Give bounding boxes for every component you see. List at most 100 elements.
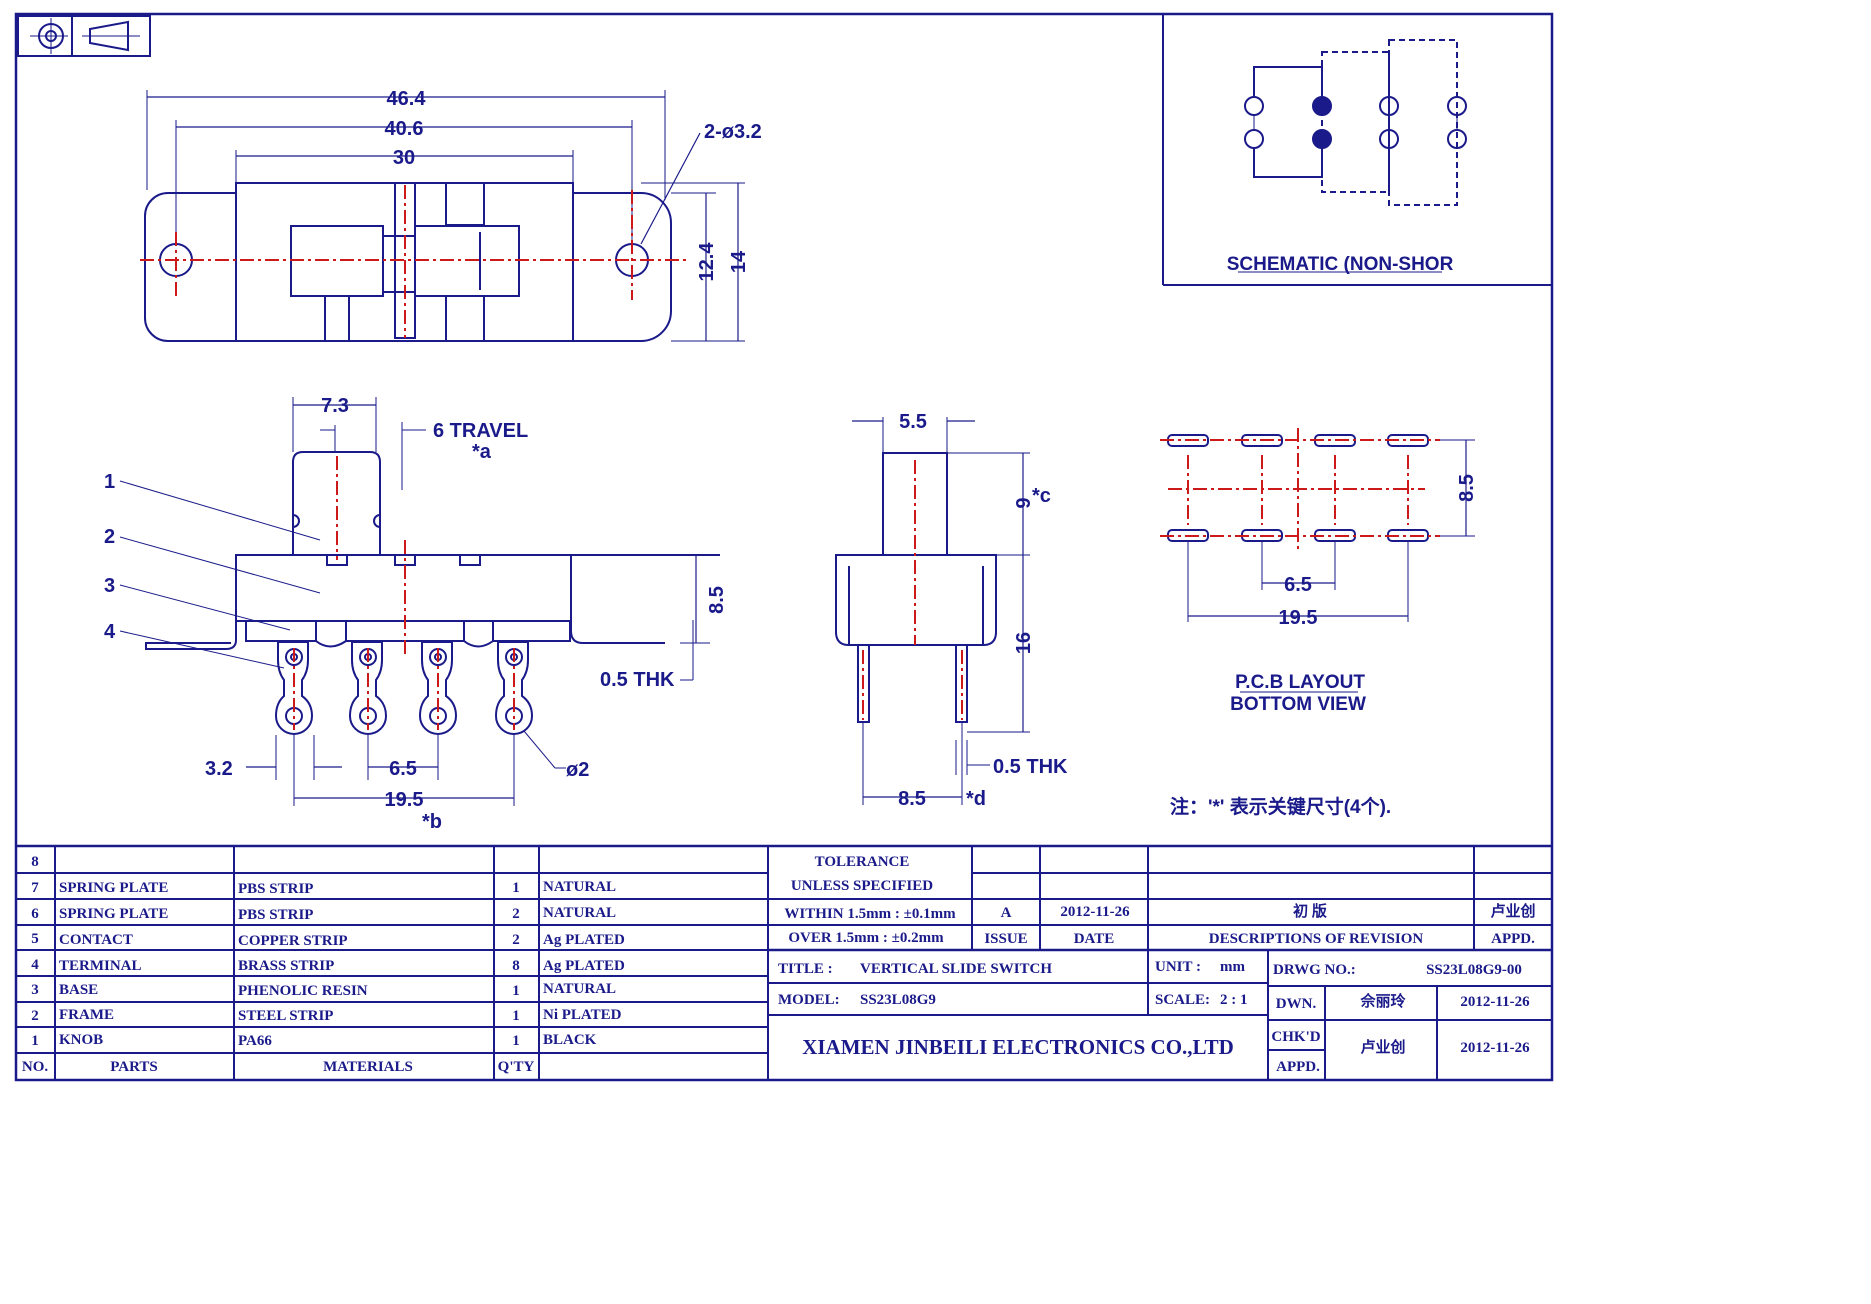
pcb-dim-span: 19.5 xyxy=(1279,607,1318,629)
bom-qty-4: 8 xyxy=(512,958,520,974)
bom-no-5: 5 xyxy=(31,931,39,947)
drwg-value: SS23L08G9-00 xyxy=(1426,962,1522,978)
dim-margin: 3.2 xyxy=(205,758,233,780)
bom-part-6: SPRING PLATE xyxy=(59,906,168,922)
bom-no-8: 8 xyxy=(31,854,39,870)
pcb-label-1: P.C.B LAYOUT xyxy=(1235,672,1365,693)
dim-pitch: 6.5 xyxy=(389,758,417,780)
dim-pin-ref: *d xyxy=(966,788,986,810)
callout-3: 3 xyxy=(104,575,115,597)
dim-travel: 6 TRAVEL xyxy=(433,420,528,442)
bom-part-3: BASE xyxy=(59,982,98,998)
model-label: MODEL: xyxy=(778,992,840,1008)
bom-fin-6: NATURAL xyxy=(543,905,616,921)
bom-part-1: KNOB xyxy=(59,1032,103,1048)
bom-mat-6: PBS STRIP xyxy=(238,907,313,923)
callout-1: 1 xyxy=(104,471,115,493)
dim-span-ref: *b xyxy=(422,811,442,833)
dim-inner-height: 12.4 xyxy=(696,242,718,282)
bom-fin-7: NATURAL xyxy=(543,879,616,895)
dim-pin-dia: ø2 xyxy=(566,759,589,781)
unit-value: mm xyxy=(1220,959,1245,975)
bom-qty-7: 1 xyxy=(512,880,520,896)
dim-overall: 46.4 xyxy=(387,88,427,110)
bom-fin-2: Ni PLATED xyxy=(543,1007,622,1023)
schematic xyxy=(1238,39,1467,273)
schematic-label: SCHEMATIC (NON-SHOR xyxy=(1227,254,1454,275)
dim-pin-span: 8.5 xyxy=(898,788,926,810)
bom-grid xyxy=(16,844,1552,1080)
rev-description: 初 版 xyxy=(1293,902,1327,920)
tolerance-2: UNLESS SPECIFIED xyxy=(791,878,933,894)
projection-symbol-icon xyxy=(17,15,151,57)
tolerance-1: TOLERANCE xyxy=(815,854,910,870)
side-view xyxy=(835,417,1030,805)
title-label: TITLE : xyxy=(778,961,833,977)
rev-issue-label: ISSUE xyxy=(984,931,1027,947)
rev-date-label: DATE xyxy=(1074,931,1115,947)
callout-2: 2 xyxy=(104,526,115,548)
dwn-name: 佘丽玲 xyxy=(1359,992,1406,1010)
appd-label: APPD. xyxy=(1276,1059,1320,1075)
dim-outer-height: 14 xyxy=(728,250,750,273)
bom-no-7: 7 xyxy=(31,880,39,896)
callout-4: 4 xyxy=(104,621,116,643)
front-view xyxy=(119,397,720,806)
bom-part-7: SPRING PLATE xyxy=(59,880,168,896)
bom-no-3: 3 xyxy=(31,982,39,998)
dim-travel-ref: *a xyxy=(472,441,492,463)
scale-value: 2 : 1 xyxy=(1220,992,1248,1008)
top-view xyxy=(144,90,745,342)
bom-mat-7: PBS STRIP xyxy=(238,881,313,897)
chk-date: 2012-11-26 xyxy=(1460,1040,1530,1056)
bom-qty-5: 2 xyxy=(512,932,520,948)
rev-desc-label: DESCRIPTIONS OF REVISION xyxy=(1209,931,1424,947)
bom-table: 8 7 SPRING PLATE PBS STRIP 1 NATURAL 6 S… xyxy=(22,854,625,1075)
pcb-label-2: BOTTOM VIEW xyxy=(1230,694,1366,715)
rev-appd-label: APPD. xyxy=(1491,931,1535,947)
model-value: SS23L08G9 xyxy=(860,992,936,1008)
bom-no-2: 2 xyxy=(31,1008,39,1024)
bom-qty-6: 2 xyxy=(512,906,520,922)
title-value: VERTICAL SLIDE SWITCH xyxy=(860,961,1052,977)
bom-header-qty: Q'TY xyxy=(498,1059,535,1075)
dim-knob-ref: *c xyxy=(1032,485,1051,507)
dim-holes: 40.6 xyxy=(385,118,424,140)
bom-fin-3: NATURAL xyxy=(543,981,616,997)
dim-knob-width: 5.5 xyxy=(899,411,927,433)
pcb-layout xyxy=(1167,434,1475,693)
bom-fin-4: Ag PLATED xyxy=(543,958,625,974)
bom-mat-5: COPPER STRIP xyxy=(238,933,348,949)
bom-fin-5: Ag PLATED xyxy=(543,932,625,948)
bom-qty-1: 1 xyxy=(512,1033,520,1049)
rev-appd: 卢业创 xyxy=(1490,902,1535,920)
dim-hole-dia: 2-ø3.2 xyxy=(704,121,762,143)
pcb-dim-pitch: 6.5 xyxy=(1284,574,1312,596)
dim-height: 8.5 xyxy=(706,586,728,614)
bom-part-2: FRAME xyxy=(59,1007,114,1023)
bom-fin-1: BLACK xyxy=(543,1032,597,1048)
bom-part-4: TERMINAL xyxy=(59,958,142,974)
drwg-label: DRWG NO.: xyxy=(1273,962,1356,978)
dim-thickness: 0.5 THK xyxy=(600,669,675,691)
bom-header-no: NO. xyxy=(22,1059,49,1075)
bom-mat-1: PA66 xyxy=(238,1033,272,1049)
bom-part-5: CONTACT xyxy=(59,932,133,948)
company-name: XIAMEN JINBEILI ELECTRONICS CO.,LTD xyxy=(802,1035,1234,1059)
bom-no-1: 1 xyxy=(31,1033,39,1049)
bom-mat-4: BRASS STRIP xyxy=(238,958,334,974)
bom-no-4: 4 xyxy=(31,957,39,973)
dim-body: 30 xyxy=(393,147,415,169)
bom-mat-2: STEEL STRIP xyxy=(238,1008,333,1024)
pcb-dim-row: 8.5 xyxy=(1456,474,1478,502)
dwn-date: 2012-11-26 xyxy=(1460,994,1530,1010)
chk-name: 卢业创 xyxy=(1360,1038,1405,1056)
dim-body-height: 16 xyxy=(1013,632,1035,654)
bom-header-parts: PARTS xyxy=(110,1059,158,1075)
unit-label: UNIT : xyxy=(1155,959,1201,975)
chkd-label: CHK'D xyxy=(1271,1029,1320,1045)
rev-date: 2012-11-26 xyxy=(1060,904,1130,920)
dwn-label: DWN. xyxy=(1276,996,1317,1012)
bom-header-materials: MATERIALS xyxy=(323,1059,413,1075)
bom-no-6: 6 xyxy=(31,906,39,922)
